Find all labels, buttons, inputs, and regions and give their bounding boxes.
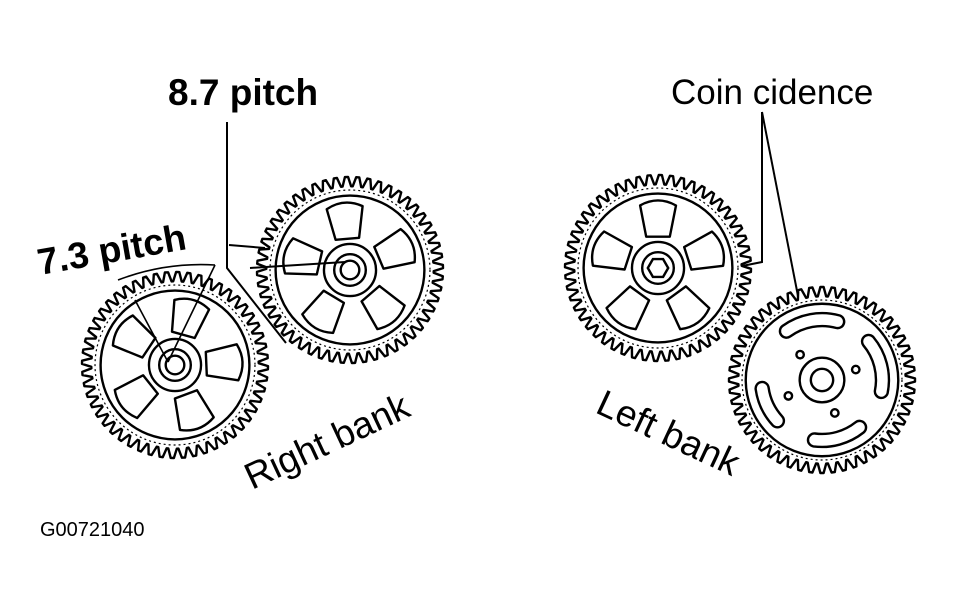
right-bank-upper-sprocket: [255, 175, 445, 365]
coincidence-leaders: [741, 111, 799, 297]
figure-id: G00721040: [40, 519, 145, 541]
label-left-bank: Left bank: [591, 382, 747, 484]
label-right-bank: Right bank: [238, 385, 416, 497]
left-bank-lower-sprocket: [727, 285, 917, 475]
right-bank-lower-sprocket: [80, 270, 270, 460]
label-8-7-pitch: 8.7 pitch: [168, 72, 318, 113]
label-coincidence: Coin cidence: [671, 73, 873, 112]
left-bank-upper-sprocket: [563, 173, 753, 363]
pitch-87-leader: [226, 122, 346, 344]
pitch-73-arc: [117, 263, 216, 363]
